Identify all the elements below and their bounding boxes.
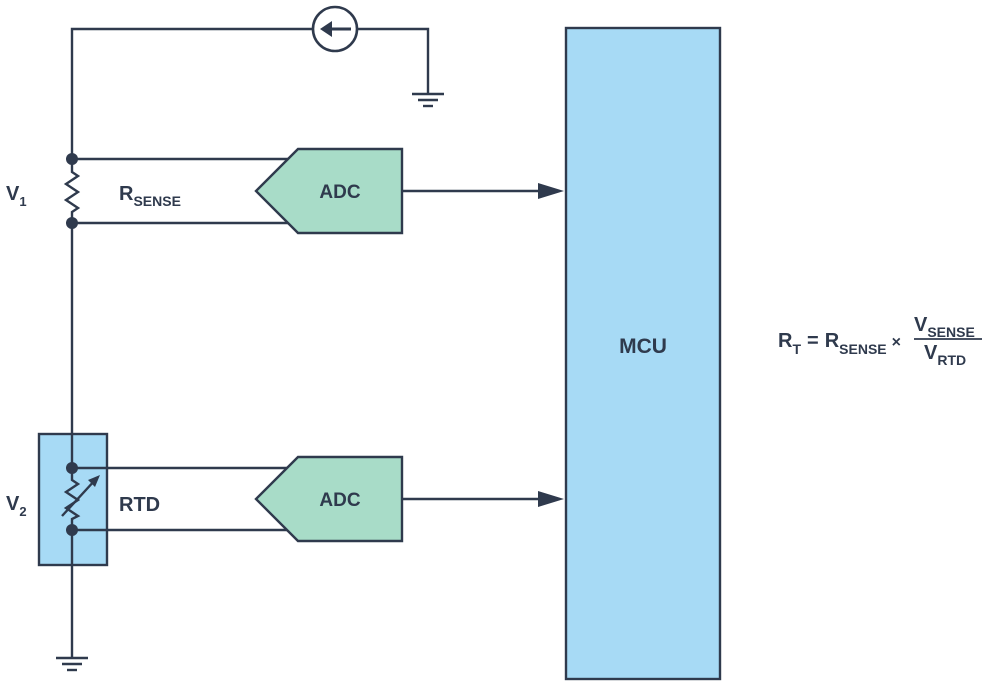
mcu-label: MCU <box>619 335 667 358</box>
rtd-label: RTD <box>119 494 160 516</box>
current-source-icon <box>311 5 359 53</box>
v2-label: V2 <box>6 493 27 519</box>
svg-text:VSENSE: VSENSE <box>914 314 975 340</box>
adc-top-label: ADC <box>319 182 360 203</box>
svg-text:RT=RSENSE×: RT=RSENSE× <box>778 330 901 357</box>
node-dots <box>66 153 78 536</box>
ground-icon-top <box>412 92 444 108</box>
rsense-label: RSENSE <box>119 183 181 209</box>
svg-text:VRTD: VRTD <box>924 342 966 368</box>
adc-top-block <box>254 147 404 235</box>
rt-formula: RT=RSENSE× VSENSE VRTD <box>778 314 982 368</box>
arrow-bottom <box>402 491 564 507</box>
rsense-resistor-icon <box>63 166 81 216</box>
adc-bottom-block <box>254 455 404 543</box>
excitation-loop <box>70 27 430 658</box>
mcu-block <box>564 26 722 681</box>
v1-label: V1 <box>6 183 27 209</box>
adc-bottom-label: ADC <box>319 490 360 511</box>
rtd-resistor-icon <box>61 475 100 522</box>
rsense-sense-wires <box>72 157 292 225</box>
arrow-top <box>402 183 564 199</box>
rtd-sense-wires <box>72 466 292 532</box>
ground-icon-bottom <box>56 656 88 672</box>
